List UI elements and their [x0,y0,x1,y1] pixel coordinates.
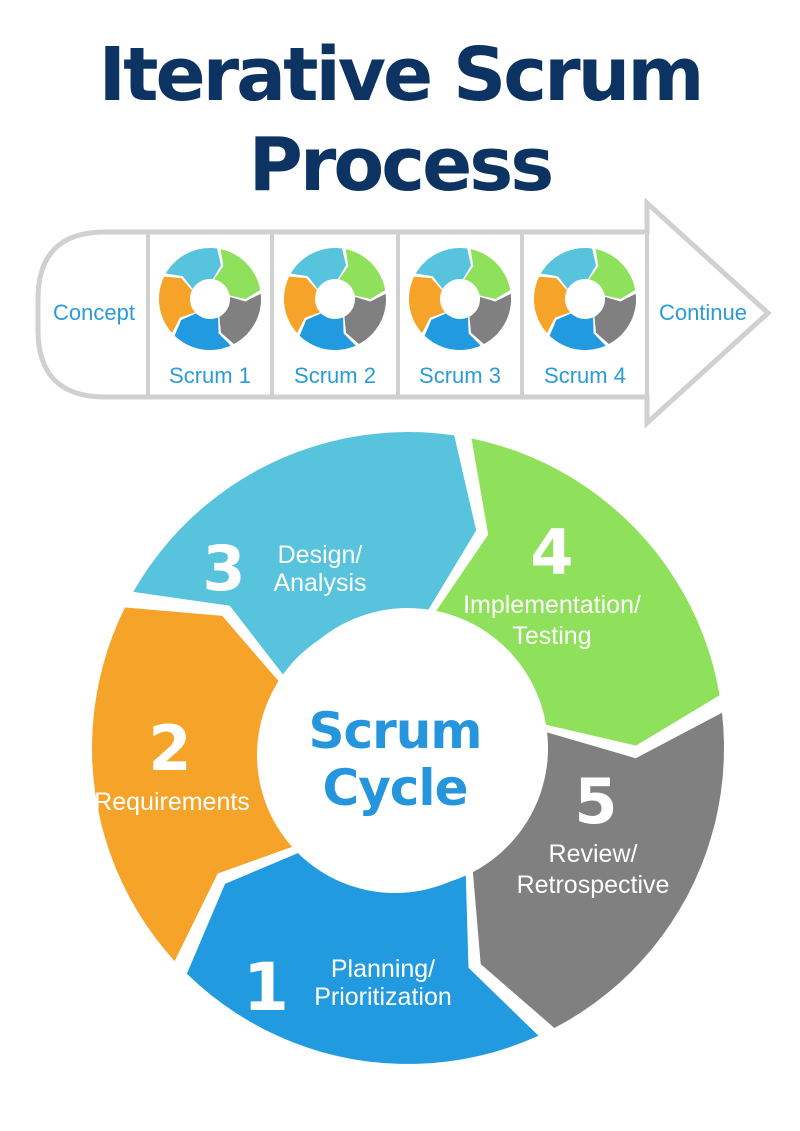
mini-cycle-segment [534,276,571,334]
mini-cycle-icon [284,248,386,350]
sprint-label: Scrum 1 [169,363,251,388]
mini-cycle-segment [214,249,261,299]
iteration-timeline: Concept Continue Scrum 1 Scrum 2 Scrum 3 Sc… [35,197,772,429]
mini-cycle-icon [409,248,511,350]
step-number: 5 [574,765,617,838]
step-label-line: Analysis [273,569,366,597]
step-label-line: Review/ [549,840,638,868]
mini-cycle-segment [424,313,481,350]
mini-cycle-segment [549,313,606,350]
mini-cycle-segment [165,248,221,289]
sprint-label: Scrum 3 [419,363,501,388]
step-label-line: Requirements [94,788,250,816]
step-number: 1 [243,949,289,1026]
sprint-label: Scrum 4 [544,363,626,388]
cycle-segment-step-3 [133,432,477,679]
title-line-2: Process [248,122,555,208]
step-number: 3 [202,532,245,605]
cycle-step-1: 1 Planning/Prioritization [243,949,452,1026]
mini-cycle-segment [540,248,596,289]
mini-cycle-segment [589,249,636,299]
mini-cycle-segment [174,313,231,350]
cycle-center-circle [257,617,533,893]
mini-cycle-segment [594,293,636,344]
mini-cycle-icon [534,248,636,350]
step-number: 2 [148,712,191,785]
mini-cycle-segment [415,248,471,289]
sprint-2: Scrum 2 [284,248,386,388]
mini-cycle-segment [290,248,346,289]
cycle-segment-step-4 [436,438,720,746]
mini-cycle-segment [159,276,196,334]
title-line-1: Iterative Scrum [98,32,705,118]
mini-cycle-segment [464,249,511,299]
sprint-4: Scrum 4 [534,248,636,388]
cycle-segment-step-2 [92,607,305,962]
mini-cycle-icon [159,248,261,350]
sprint-3: Scrum 3 [409,248,511,388]
cycle-center-line-2: Cycle [323,759,468,817]
step-label-line: Testing [512,622,591,650]
cycle-segment-step-1 [186,848,539,1064]
mini-cycle-segment [299,313,356,350]
step-label-line: Planning/ [331,955,435,983]
mini-cycle-segment [469,293,511,344]
step-number: 4 [530,516,573,589]
mini-cycle-segment [344,293,386,344]
timeline-start-label: Concept [53,300,135,325]
step-label-line: Retrospective [517,871,670,899]
mini-cycle-segment [284,276,321,334]
mini-cycle-segment [339,249,386,299]
sprint-label: Scrum 2 [294,363,376,388]
step-label-line: Implementation/ [463,591,641,619]
cycle-center-line-1: Scrum [308,702,481,760]
sprint-1: Scrum 1 [159,248,261,388]
timeline-end-label: Continue [659,300,747,325]
cycle-step-3: 3 Design/Analysis [202,532,366,605]
mini-cycle-segment [219,293,261,344]
cycle-segment-step-5 [472,712,724,1028]
step-label-line: Prioritization [314,983,452,1011]
step-label-line: Design/ [278,541,363,569]
mini-cycle-segment [409,276,446,334]
